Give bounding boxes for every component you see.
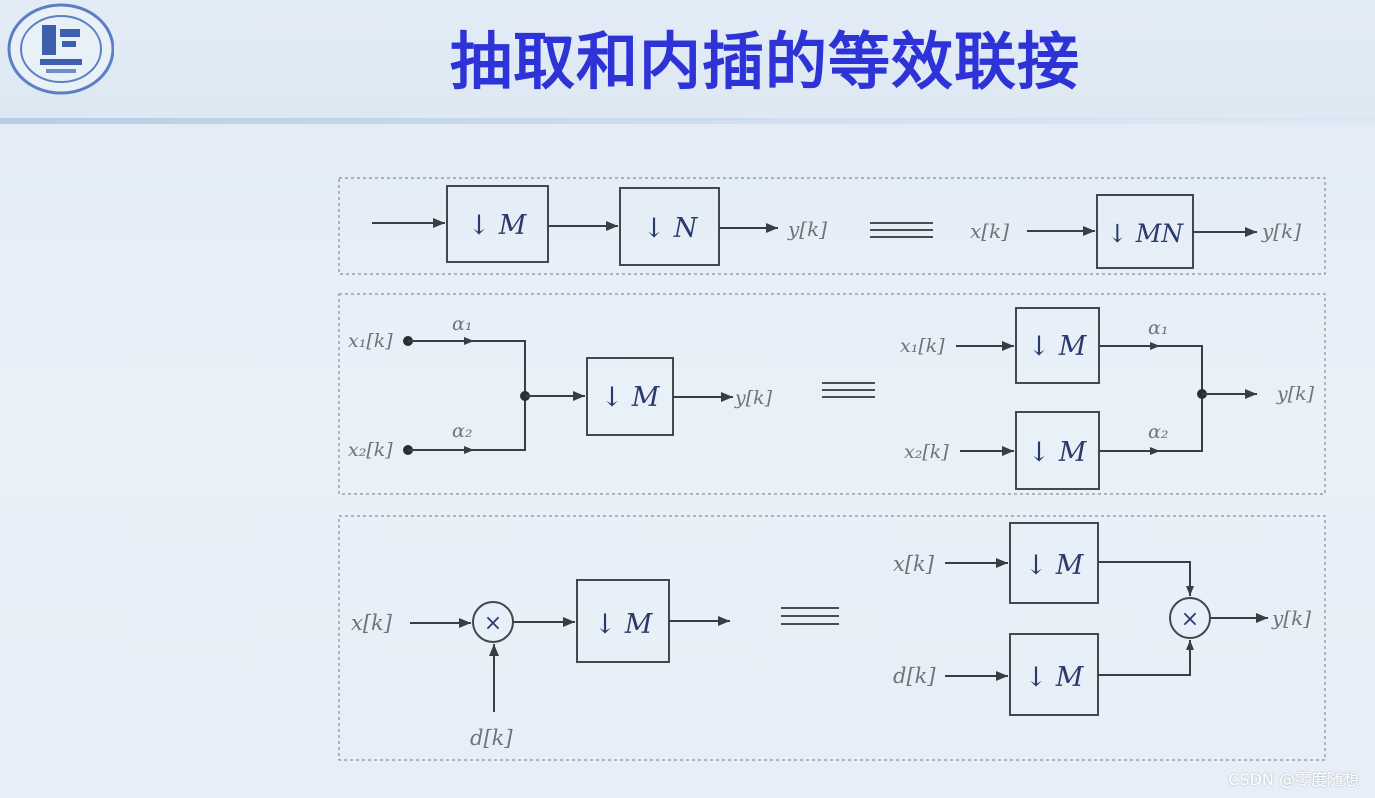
row1-right-input-label: x[k] <box>970 219 1009 243</box>
row2-right-block1-label: ↓ M <box>1028 331 1088 362</box>
row2-x1-path <box>474 340 526 396</box>
row1-equivalence-sign <box>870 222 933 238</box>
row3-right-top-path <box>1098 561 1194 596</box>
row2-right-bottom-path <box>1160 394 1203 452</box>
row3-multiplier-symbol: × <box>484 611 502 636</box>
row1-output-label: y[k] <box>787 217 827 241</box>
row2-x2-path <box>474 396 526 451</box>
watermark: CSDN @零度随想 <box>1228 770 1359 789</box>
row3-right-d-label: d[k] <box>893 664 936 688</box>
row3-input-label: x[k] <box>351 611 393 635</box>
row1-panel: ↓ M ↓ N y[k] x[k] ↓ MN y[k] <box>338 177 1326 275</box>
row2-right-alpha2-label: α₂ <box>1148 421 1168 443</box>
row1-block-n <box>619 187 720 266</box>
row3-dashed-frame <box>338 515 1326 761</box>
row3-right-multiplier-symbol: × <box>1181 607 1199 632</box>
row2-dashed-frame <box>338 293 1326 495</box>
row2-alpha2-label: α₂ <box>452 420 472 442</box>
row2-x2-label: x₂[k] <box>348 439 393 461</box>
row1-block-m <box>446 185 549 263</box>
row3-right-output-label: y[k] <box>1271 606 1311 630</box>
row3-d-label: d[k] <box>470 726 513 750</box>
row3-right-block2-label: ↓ M <box>1025 662 1085 693</box>
row3-right-bottom-path <box>1098 640 1194 676</box>
row2-block-m-label: ↓ M <box>601 382 661 413</box>
row1-right-output-label: y[k] <box>1261 219 1301 243</box>
row1-block-n-label: ↓ N <box>643 213 699 244</box>
row3-panel: x[k] × d[k] ↓ M x[k] ↓ M d[k] ↓ M × y[k] <box>338 515 1326 761</box>
row3-block-m-label: ↓ M <box>594 609 654 640</box>
row3-right-block1-label: ↓ M <box>1025 550 1085 581</box>
row2-right-x1-label: x₁[k] <box>900 335 945 357</box>
row3-equivalence-sign <box>781 607 839 625</box>
row2-equivalence-sign <box>822 382 875 398</box>
header-bar <box>0 0 1375 120</box>
page-title: 抽取和内插的等效联接 <box>450 25 1081 98</box>
header-divider <box>0 118 1375 124</box>
row1-block-m-label: ↓ M <box>468 210 528 241</box>
row2-output-label: y[k] <box>734 387 773 409</box>
row2-right-output-label: y[k] <box>1276 383 1315 405</box>
row2-alpha1-label: α₁ <box>452 313 472 335</box>
row2-right-block2-label: ↓ M <box>1028 437 1088 468</box>
row2-right-top-path <box>1160 345 1203 394</box>
row3-right-x-label: x[k] <box>893 552 935 576</box>
row1-dashed-frame <box>338 177 1326 275</box>
row2-right-x2-label: x₂[k] <box>904 441 949 463</box>
row2-right-alpha1-label: α₁ <box>1148 317 1168 339</box>
row2-x1-label: x₁[k] <box>348 330 393 352</box>
row2-panel: x₁[k] α₁ x₂[k] α₂ ↓ M y[k] x₁[k] ↓ M α₁ … <box>338 293 1326 495</box>
row1-block-mn-label: ↓ MN <box>1107 219 1184 248</box>
university-seal-icon <box>7 3 114 95</box>
